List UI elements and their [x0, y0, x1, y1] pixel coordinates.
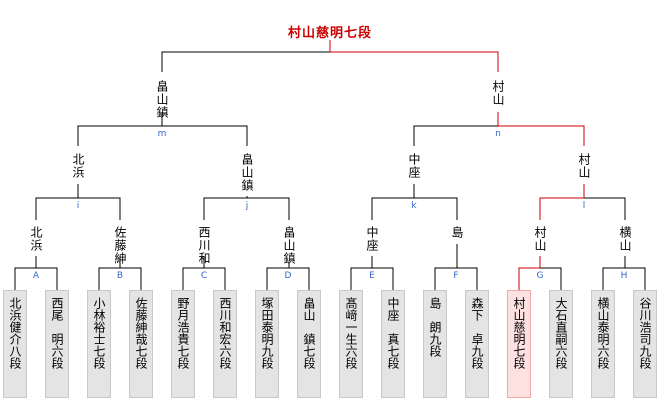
- match-marker-i: i: [76, 201, 80, 211]
- final-left-label: 畠山鎮: [155, 80, 169, 119]
- line-l-right: [584, 197, 626, 220]
- player-name: 佐藤紳哉七段: [134, 297, 148, 369]
- match-marker-A: A: [32, 271, 40, 281]
- line-final-right: [330, 51, 499, 72]
- player-name: 中座 真七段: [386, 297, 400, 369]
- player-name: 塚田泰明九段: [260, 297, 274, 369]
- line-F: [434, 267, 478, 290]
- line-G-right: [540, 267, 562, 290]
- n-right-label: 村山: [577, 153, 591, 179]
- player-box: 西川和宏六段: [213, 290, 237, 398]
- player-name: 小林裕士七段: [92, 297, 106, 369]
- player-box: 中座 真七段: [381, 290, 405, 398]
- match-marker-n: n: [495, 129, 501, 139]
- player-name: 森下 卓九段: [470, 297, 484, 369]
- k-left-label: 中座: [365, 226, 379, 252]
- player-box: 塚田泰明九段: [255, 290, 279, 398]
- line-m: [77, 125, 248, 146]
- player-name: 畠山 鎮七段: [302, 297, 316, 369]
- j-left-label: 西川和: [197, 226, 211, 265]
- player-name: 西川和宏六段: [218, 297, 232, 369]
- player-box: 島 朗九段: [423, 290, 447, 398]
- champion-name: 村山慈明七段: [287, 26, 372, 41]
- player-name: 大石直嗣六段: [554, 297, 568, 369]
- player-box: 西尾 明六段: [45, 290, 69, 398]
- player-box: 大石直嗣六段: [549, 290, 573, 398]
- match-marker-D: D: [284, 271, 292, 281]
- player-box: 佐藤紳哉七段: [129, 290, 153, 398]
- match-marker-B: B: [116, 271, 124, 281]
- m-right-label: 畠山鎮: [240, 153, 254, 192]
- i-left-label: 北浜: [29, 226, 43, 252]
- i-right-label: 佐藤紳: [113, 226, 127, 265]
- match-marker-m: m: [157, 129, 167, 139]
- final-right-label: 村山: [491, 80, 505, 106]
- match-marker-l: l: [582, 201, 586, 211]
- player-box: 小林裕士七段: [87, 290, 111, 398]
- player-name: 野月浩貴七段: [176, 297, 190, 369]
- player-box: 横山泰明六段: [591, 290, 615, 398]
- line-G-left: [518, 267, 540, 290]
- player-box: 野月浩貴七段: [171, 290, 195, 398]
- j-right-label: 畠山鎮: [282, 226, 296, 265]
- line-final-left: [161, 51, 330, 72]
- match-marker-H: H: [620, 271, 628, 281]
- player-name: 髙﨑一生六段: [344, 297, 358, 369]
- player-name: 北浜健介八段: [8, 297, 22, 369]
- match-marker-C: C: [200, 271, 208, 281]
- match-marker-k: k: [411, 201, 417, 211]
- line-l-left: [539, 197, 584, 220]
- match-marker-E: E: [369, 271, 375, 281]
- line-D: [266, 267, 310, 290]
- l-right-label: 横山: [618, 226, 632, 252]
- player-box: 髙﨑一生六段: [339, 290, 363, 398]
- player-name: 谷川浩司九段: [638, 297, 652, 369]
- player-name: 横山泰明六段: [596, 297, 610, 369]
- line-n-right: [498, 125, 585, 146]
- player-box: 谷川浩司九段: [633, 290, 657, 398]
- player-name: 島 朗九段: [428, 297, 442, 357]
- player-box: 北浜健介八段: [3, 290, 27, 398]
- m-left-label: 北浜: [71, 153, 85, 179]
- player-box: 畠山 鎮七段: [297, 290, 321, 398]
- match-marker-j: j: [245, 201, 249, 211]
- k-right-label: 島: [450, 226, 464, 239]
- player-box: 森下 卓九段: [465, 290, 489, 398]
- line-H: [602, 267, 646, 290]
- l-left-label: 村山: [533, 226, 547, 252]
- player-name: 村山慈明七段: [512, 297, 526, 369]
- player-box-winner: 村山慈明七段: [507, 290, 531, 398]
- line-n-left: [413, 125, 498, 146]
- n-left-label: 中座: [407, 153, 421, 179]
- match-marker-F: F: [453, 271, 459, 281]
- player-name: 西尾 明六段: [50, 297, 64, 369]
- match-marker-G: G: [536, 271, 544, 281]
